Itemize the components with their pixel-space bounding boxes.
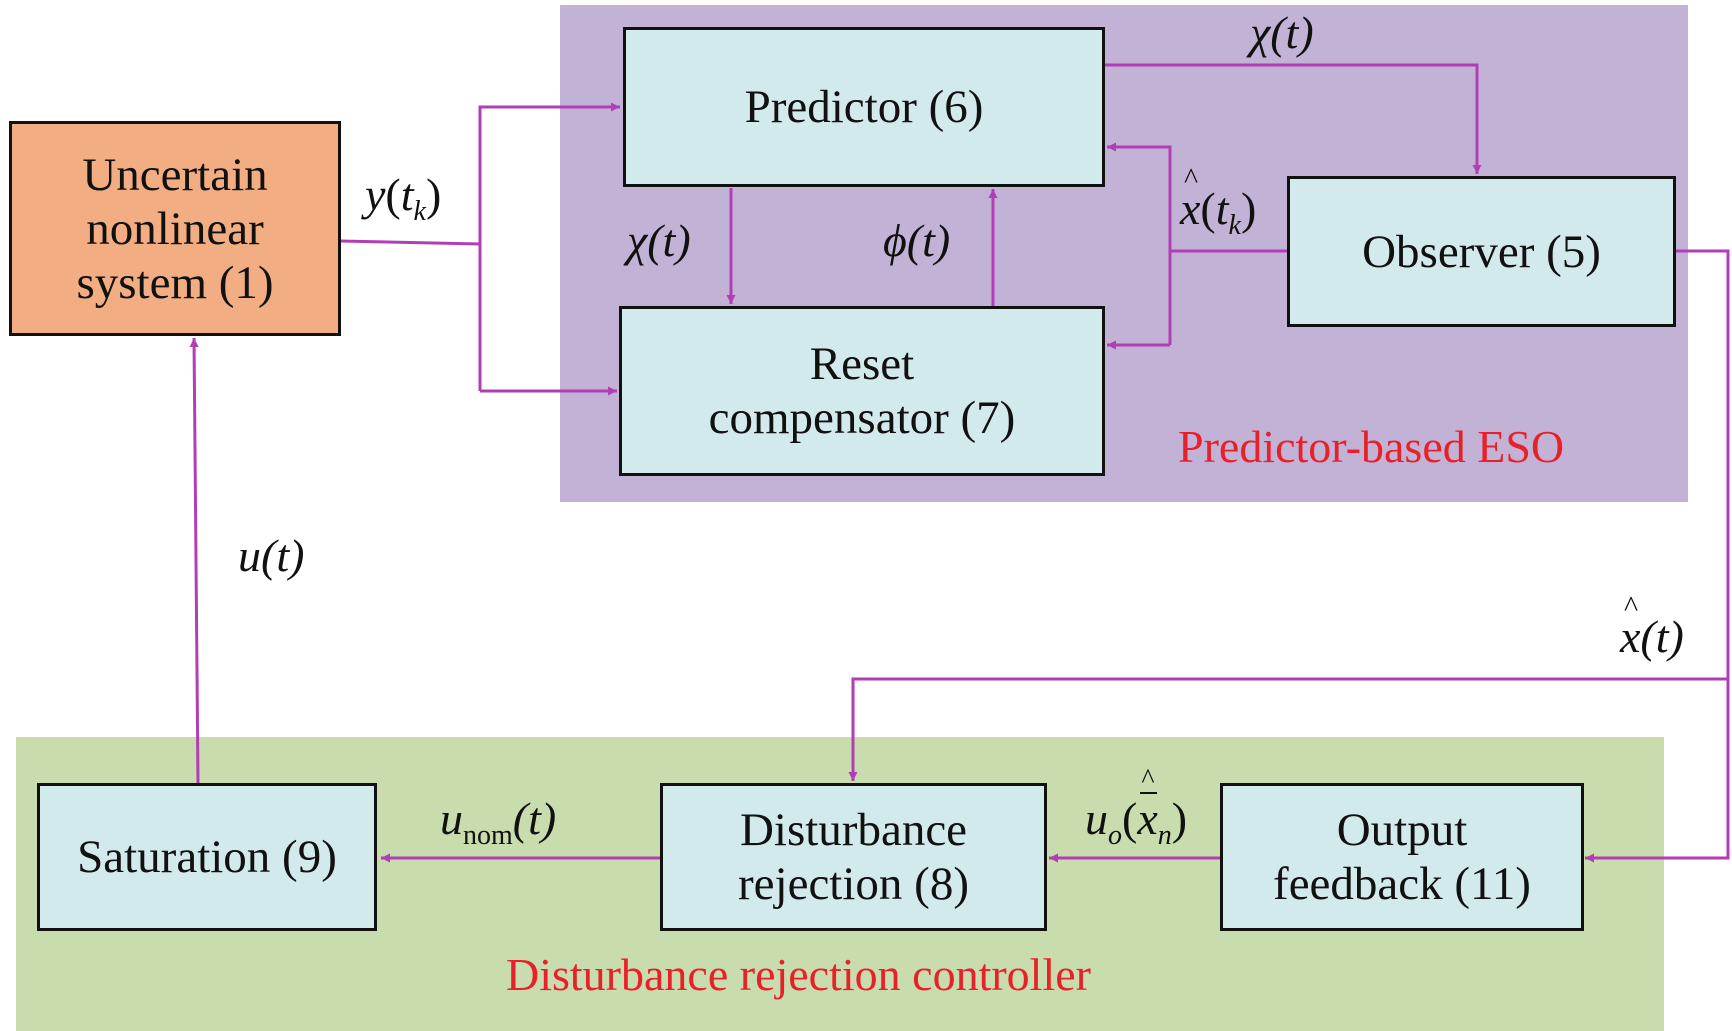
signal-y-tk: y(tk) xyxy=(365,169,442,228)
signal-xhat-t: x(t) xyxy=(1620,592,1684,660)
wire-y-main xyxy=(339,239,481,246)
wire-y-to-predictor xyxy=(478,102,620,391)
wire-chi-to-observer xyxy=(1104,63,1482,174)
wire-u xyxy=(189,337,200,784)
saturation-block: Saturation (9) xyxy=(37,783,377,931)
signal-u-t: u(t) xyxy=(238,530,305,581)
wire-xhat-main xyxy=(1585,249,1730,863)
plant-block: Uncertain nonlinear system (1) xyxy=(9,121,341,336)
predictor-block: Predictor (6) xyxy=(623,27,1105,187)
observer-block: Observer (5) xyxy=(1287,176,1676,327)
signal-u-nom: unom(t) xyxy=(440,793,557,852)
signal-chi-top: χ(t) xyxy=(1250,7,1314,58)
signal-u-o: uo(xn) xyxy=(1085,766,1187,850)
eso-region-label: Predictor-based ESO xyxy=(1178,421,1565,472)
controller-region-label: Disturbance rejection controller xyxy=(506,949,1091,1000)
output-feedback-block: Output feedback (11) xyxy=(1220,783,1584,931)
wire-xhat-to-disturbance xyxy=(848,677,1728,781)
signal-chi-mid: χ(t) xyxy=(627,215,691,266)
signal-xhat-tk: x(tk) xyxy=(1180,164,1256,240)
disturbance-rejection-block: Disturbance rejection (8) xyxy=(660,783,1047,931)
signal-phi: ϕ(t) xyxy=(883,215,951,266)
reset-compensator-block: Reset compensator (7) xyxy=(619,306,1105,476)
wire-xhat-to-predictor xyxy=(1107,142,1172,345)
